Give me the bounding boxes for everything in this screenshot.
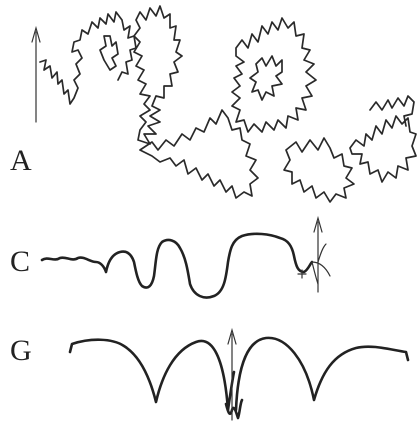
panel-a-outline — [32, 6, 416, 202]
panel-a-branch-7 — [284, 138, 354, 202]
panel-a-branch-1 — [40, 12, 136, 104]
panel-a-branch-3 — [134, 6, 182, 144]
panel-a-branch-6 — [250, 56, 282, 100]
panel-c-line — [42, 234, 312, 298]
panel-a-branch-5 — [232, 18, 316, 132]
panel-a-branch-9 — [370, 96, 414, 126]
panel-g-line — [70, 340, 234, 410]
panel-g-trace — [70, 330, 408, 420]
panel-a-branch-2 — [100, 36, 118, 70]
panel-c-trace — [42, 218, 330, 298]
panel-c-tail — [312, 244, 330, 284]
panel-g-line-right — [236, 338, 408, 410]
